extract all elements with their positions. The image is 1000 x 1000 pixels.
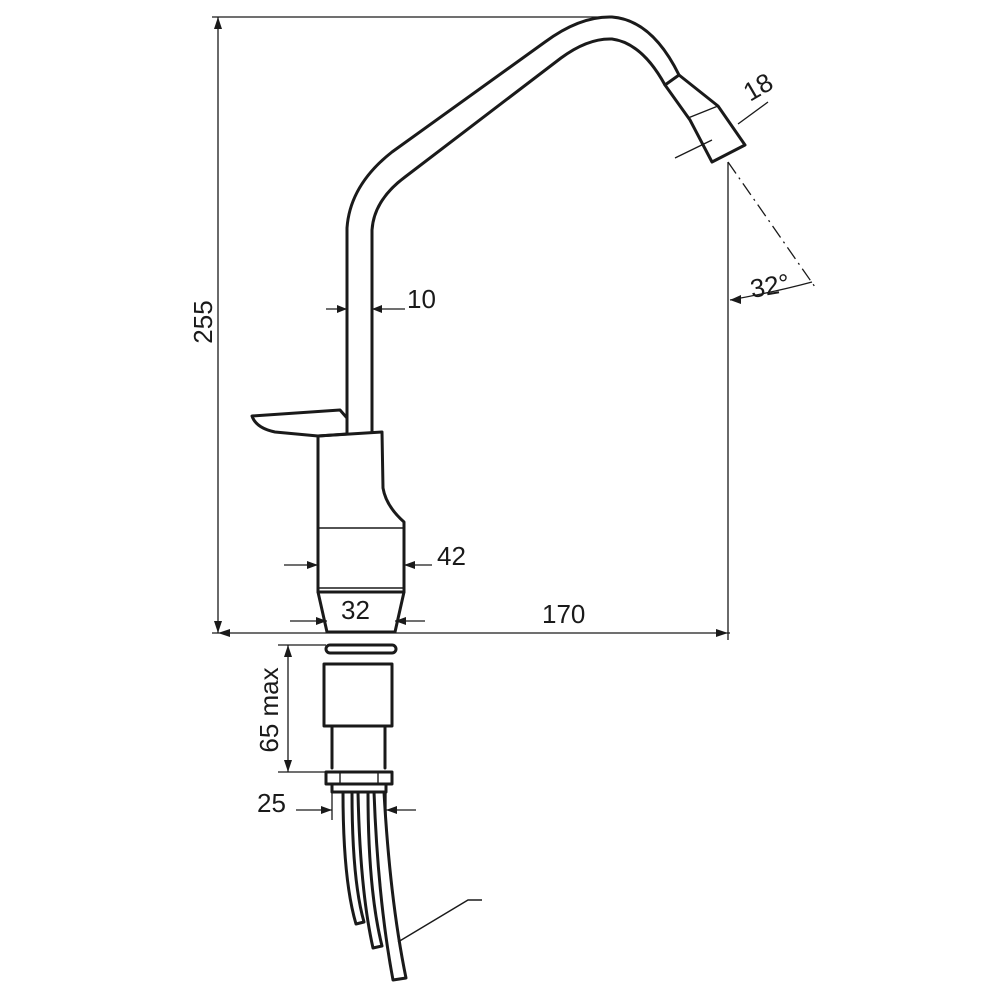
faucet-outline (250, 15, 747, 982)
hose-leader-line (397, 899, 482, 943)
gasket-ring (324, 643, 398, 655)
arrow-tube-left (337, 305, 347, 313)
label-spout-tube: 10 (407, 284, 436, 314)
arrow-shank-right (386, 806, 397, 814)
arrow-down (214, 621, 222, 633)
arrow-up (214, 17, 222, 29)
arrow-angle-left (730, 295, 741, 304)
outlet-dim-b (737, 101, 769, 125)
hose-middle (356, 790, 384, 950)
arrow-left (218, 629, 230, 637)
washer (330, 782, 388, 794)
label-reach: 170 (542, 599, 585, 629)
spout-tube-inner (370, 37, 667, 434)
lever-handle (250, 408, 349, 438)
hose-left (341, 790, 366, 926)
arrow-right (716, 629, 728, 637)
outlet-dim-a (674, 139, 713, 159)
fixing-nut (324, 770, 394, 786)
shank-block (322, 662, 394, 728)
arrow-tube-right (372, 305, 382, 313)
arrow-base-right (395, 617, 406, 625)
label-outlet-angle: 32° (748, 268, 792, 304)
spout-tube-outer (345, 15, 681, 434)
label-base: 32 (341, 595, 370, 625)
arrow-fixing-down (284, 760, 292, 772)
hose-right (372, 790, 408, 982)
arrow-base-left (316, 617, 327, 625)
dimension-lines (212, 16, 816, 820)
label-outlet: 18 (738, 67, 778, 107)
valve-body (316, 430, 406, 594)
arrow-body-left (307, 561, 318, 569)
outlet-nozzle (663, 73, 747, 164)
label-body: 42 (437, 541, 466, 571)
lower-shank (330, 724, 387, 770)
label-height: 255 (188, 300, 218, 343)
nozzle-ring (687, 105, 719, 119)
label-shank: 25 (257, 788, 286, 818)
outlet-axis (727, 161, 816, 288)
dimension-labels: 255 10 18 32° 42 32 170 65 max 25 (188, 67, 792, 818)
arrow-fixing-up (284, 645, 292, 657)
tapered-base (316, 590, 406, 634)
arrow-shank-left (321, 806, 332, 814)
label-fixing-max: 65 max (254, 667, 284, 752)
arrow-body-right (404, 561, 415, 569)
